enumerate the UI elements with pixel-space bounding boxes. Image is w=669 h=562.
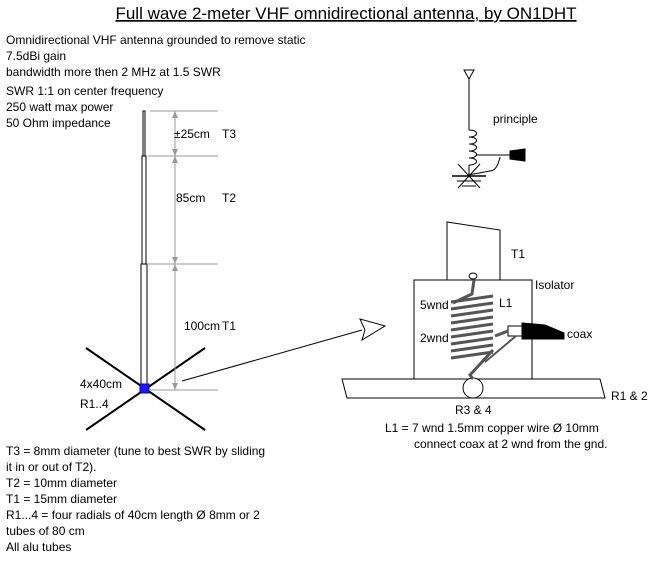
tube-t1 xyxy=(140,263,148,389)
r34-label: R3 & 4 xyxy=(455,403,492,417)
coax-connector-symbol xyxy=(509,148,526,162)
tube-t3 xyxy=(142,110,146,157)
r12-label: R1 & 2 xyxy=(611,389,648,403)
dim-t1-label: 100cm xyxy=(184,319,220,333)
l1-label: L1 xyxy=(499,296,513,310)
dim-t2-label: 85cm xyxy=(176,191,205,205)
tube-t1-detail xyxy=(446,221,501,281)
note-line: T1 = 15mm diameter xyxy=(6,492,117,506)
spec-list: Omnidirectional VHF antenna grounded to … xyxy=(6,33,306,130)
coil-l1 xyxy=(450,279,495,380)
spec-line: 7.5dBi gain xyxy=(6,49,66,63)
t3-label: T3 xyxy=(222,127,236,141)
coax-cable xyxy=(521,322,565,340)
note-line: R1...4 = four radials of 40cm length Ø 8… xyxy=(6,508,260,522)
wnd5-label: 5wnd xyxy=(420,298,449,312)
principle-schematic xyxy=(452,69,526,189)
radial-dim-label: 4x40cm xyxy=(80,377,122,391)
bolt xyxy=(468,272,478,280)
detail-labels: T1 Isolator 5wnd L1 2wnd coax R3 & 4 R1 … xyxy=(385,247,648,451)
t2-label: T2 xyxy=(222,191,236,205)
detail-drawing xyxy=(341,221,606,399)
antenna-drawing xyxy=(85,110,387,431)
note-line: All alu tubes xyxy=(6,540,71,554)
spec-line: 50 Ohm impedance xyxy=(6,116,111,130)
note-line: T2 = 10mm diameter xyxy=(6,476,117,490)
antenna-symbol xyxy=(463,69,475,81)
spec-line: Omnidirectional VHF antenna grounded to … xyxy=(6,33,306,47)
spec-line: 250 watt max power xyxy=(6,100,113,114)
tube-t2 xyxy=(141,155,147,265)
pointer-arrowhead xyxy=(359,318,387,342)
isolator-label: Isolator xyxy=(535,278,574,292)
spec-line: bandwidth more then 2 MHz at 1.5 SWR xyxy=(6,65,221,79)
t1-label: T1 xyxy=(222,319,236,333)
t1-detail-label: T1 xyxy=(511,247,525,261)
pointer-arrow xyxy=(181,329,363,382)
principle-label: principle xyxy=(493,112,538,126)
note-line: T3 = 8mm diameter (tune to best SWR by s… xyxy=(6,444,265,458)
note-line: tubes of 80 cm xyxy=(6,524,85,538)
coax-note: connect coax at 2 wnd from the gnd. xyxy=(414,437,607,451)
feed-point xyxy=(139,383,150,394)
spec-line: SWR 1:1 on center frequency xyxy=(6,84,163,98)
antenna-labels: ±25cm T3 85cm T2 100cm T1 4x40cm R1..4 xyxy=(80,127,236,411)
note-line: it in or out of T2). xyxy=(6,460,97,474)
radial-label: R1..4 xyxy=(80,397,109,411)
coax-label: coax xyxy=(567,327,592,341)
diagram-title: Full wave 2-meter VHF omnidirectional an… xyxy=(115,4,576,23)
coil-note: L1 = 7 wnd 1.5mm copper wire Ø 10mm xyxy=(385,421,599,435)
dim-t3-label: ±25cm xyxy=(174,127,210,141)
coil-symbol xyxy=(468,129,477,166)
coax-connector xyxy=(507,325,523,337)
wnd2-label: 2wnd xyxy=(420,331,449,345)
radial-r34-tube xyxy=(462,377,484,399)
notes-list: T3 = 8mm diameter (tune to best SWR by s… xyxy=(6,444,265,554)
